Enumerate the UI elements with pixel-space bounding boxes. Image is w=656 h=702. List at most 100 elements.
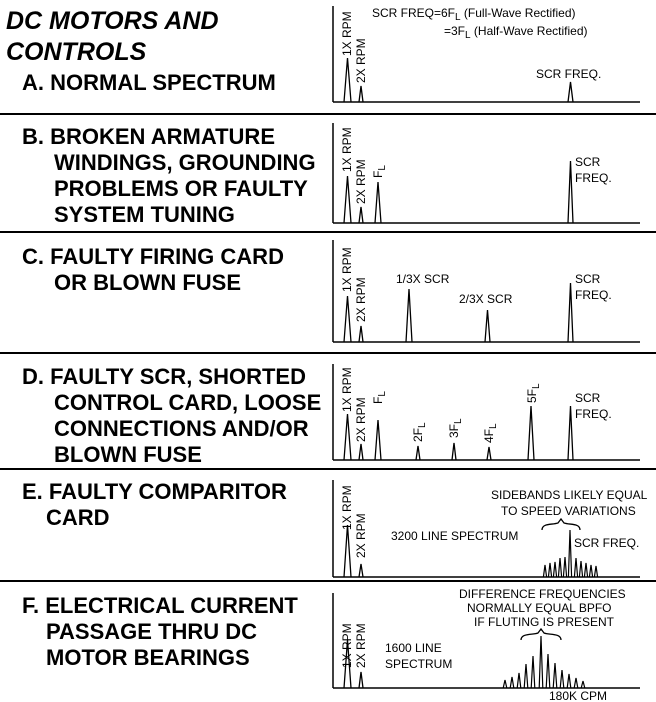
spectrum-b-peak-scr — [567, 160, 574, 224]
scr-note-line-1: SCR FREQ=6FL (Full-Wave Rectified) — [372, 6, 576, 23]
spectrum-e-note: 3200 LINE SPECTRUM — [391, 529, 518, 543]
spectrum-a-label-scr: SCR FREQ. — [536, 67, 601, 81]
spectrum-f-brace — [520, 627, 562, 641]
spectrum-c-peak-2-3-scr — [484, 309, 491, 343]
section-c-label-line-1: C. FAULTY FIRING CARD — [22, 244, 284, 269]
spectrum-c-label-2x: 2X RPM — [354, 277, 368, 322]
spectrum-f-annotation-1: DIFFERENCE FREQUENCIES — [459, 587, 626, 601]
spectrum-e-sideband-peak — [542, 564, 548, 578]
section-divider — [0, 580, 656, 582]
spectrum-b-peak-1x — [343, 175, 352, 224]
spectrum-f-cluster-peak — [502, 679, 508, 689]
title-line-2: CONTROLS — [6, 38, 147, 66]
title-line-1: DC MOTORS AND — [6, 7, 219, 35]
spectrum-f: 1X RPM 2X RPM 1600 LINE SPECTRUM DIFFERE… — [332, 587, 640, 702]
section-f-label-line-3: MOTOR BEARINGS — [46, 645, 250, 670]
spectrum-f-label-1x: 1X RPM — [340, 623, 354, 668]
spectrum-e-sideband-peak — [557, 557, 563, 578]
spectrum-f-axis-end-label: 180K CPM — [549, 689, 607, 702]
section-divider — [0, 352, 656, 354]
section-b-label-line-3: PROBLEMS OR FAULTY — [54, 176, 308, 201]
section-a-label-line: A. NORMAL SPECTRUM — [22, 70, 276, 95]
spectrum-c-label-1x: 1X RPM — [340, 247, 354, 292]
spectrum-f-cluster-peak — [523, 663, 529, 689]
section-d-label-line-2: CONTROL CARD, LOOSE — [54, 390, 322, 415]
spectrum-e-sideband-peak — [552, 561, 558, 578]
spectrum-b-peak-2x — [358, 206, 364, 224]
spectrum-e-peak-2x — [358, 563, 364, 578]
spectrum-b: 1X RPM 2X RPM FL SCR FREQ. — [332, 123, 640, 224]
spectrum-c: 1X RPM 2X RPM 1/3X SCR 2/3X SCR SCR FREQ… — [332, 240, 640, 343]
spectrum-a-label-2x: 2X RPM — [354, 38, 368, 83]
spectrum-a-peak-2x — [358, 85, 364, 103]
section-e-label-line-1: E. FAULTY COMPARITOR — [22, 479, 287, 504]
spectrum-f-peak-2x — [358, 671, 364, 689]
spectrum-f-cluster-peak — [559, 669, 565, 689]
spectrum-c-label-scr-1: SCR — [575, 272, 601, 286]
spectrum-f-cluster-peak — [538, 635, 544, 689]
spectrum-d-label-1x: 1X RPM — [340, 367, 354, 412]
spectrum-d-label-2x: 2X RPM — [354, 397, 368, 442]
spectrum-b-label-scr-1: SCR — [575, 155, 601, 169]
section-c-label-line-2: OR BLOWN FUSE — [54, 270, 241, 295]
section-d-label: D. FAULTY SCR, SHORTED CONTROL CARD, LOO… — [22, 364, 321, 468]
spectrum-d-label-fl: FL — [371, 391, 388, 404]
spectrum-b-label-fl: FL — [371, 165, 388, 178]
spectrum-f-annotation-2: NORMALLY EQUAL BPFO — [467, 601, 612, 615]
spectrum-e: 1X RPM 2X RPM SCR FREQ. 3200 LINE SPECTR… — [332, 480, 648, 578]
spectrum-d-peak-1x — [343, 413, 352, 461]
spectrum-f-cluster-peak — [545, 653, 551, 689]
spectrum-e-sideband-peak — [578, 560, 584, 578]
section-d-label-line-4: BLOWN FUSE — [54, 442, 202, 467]
section-c-label: C. FAULTY FIRING CARD OR BLOWN FUSE — [22, 244, 284, 296]
spectrum-d-label-4fl: 4FL — [482, 423, 499, 443]
section-e-label-line-2: CARD — [46, 505, 110, 530]
section-b-label-line-1: B. BROKEN ARMATURE — [22, 124, 275, 149]
spectrum-d: 1X RPM 2X RPM FL 2FL 3FL 4FL 5FL SCR FRE… — [332, 364, 640, 461]
spectrum-e-sideband-peak — [573, 557, 579, 578]
spectrum-e-sideband-peak — [588, 564, 594, 578]
spectrum-d-peak-4fl — [486, 446, 492, 461]
spectrum-e-sideband-peak — [562, 556, 568, 578]
spectrum-d-label-2fl: 2FL — [411, 422, 428, 442]
spectrum-c-peak-scr — [567, 282, 574, 343]
spectrum-e-peak-1x — [343, 524, 352, 578]
spectrum-d-peak-3fl — [451, 442, 457, 461]
spectrum-a: 1X RPM 2X RPM SCR FREQ. — [332, 6, 640, 103]
spectrum-f-note-1: 1600 LINE — [385, 641, 442, 655]
section-f-label-line-2: PASSAGE THRU DC — [46, 619, 258, 644]
section-divider — [0, 468, 656, 470]
spectrum-f-cluster-peak — [509, 676, 515, 689]
spectrum-f-bearing-cluster — [502, 635, 586, 689]
section-b-label: B. BROKEN ARMATURE WINDINGS, GROUNDING P… — [22, 124, 316, 228]
spectrum-f-cluster-peak — [552, 662, 558, 689]
spectrum-c-label-scr-2: FREQ. — [575, 288, 612, 302]
spectrum-a-peak-scr — [567, 81, 574, 103]
spectrum-d-label-scr-1: SCR — [575, 391, 601, 405]
spectrum-f-cluster-peak — [566, 673, 572, 689]
spectrum-d-label-3fl: 3FL — [447, 418, 464, 438]
spectrum-e-label-1x: 1X RPM — [340, 485, 354, 530]
spectrum-e-brace — [541, 517, 581, 531]
spectrum-e-sideband-peak — [593, 565, 599, 578]
section-divider — [0, 113, 656, 115]
spectrum-e-peak-scr — [567, 529, 573, 578]
spectrum-b-label-1x: 1X RPM — [340, 127, 354, 172]
spectrum-e-sidebands — [542, 529, 599, 578]
spectrum-f-cluster-peak — [580, 680, 586, 689]
spectrum-d-label-scr-2: FREQ. — [575, 407, 612, 421]
spectrum-f-peak-1x — [343, 639, 352, 689]
spectrum-a-peak-1x — [343, 57, 352, 103]
page-title: DC MOTORS AND CONTROLS — [6, 6, 219, 68]
spectrum-d-peak-scr — [567, 405, 574, 461]
spectrum-f-label-2x: 2X RPM — [354, 623, 368, 668]
spectrum-c-peak-1-3-scr — [405, 288, 413, 343]
spectrum-c-label-2-3-scr: 2/3X SCR — [459, 292, 513, 306]
section-b-label-line-2: WINDINGS, GROUNDING — [54, 150, 316, 175]
spectrum-f-annotation-3: IF FLUTING IS PRESENT — [474, 615, 615, 629]
spectrum-b-label-2x: 2X RPM — [354, 159, 368, 204]
spectrum-f-cluster-peak — [516, 672, 522, 689]
spectrum-d-peak-5fl — [527, 405, 535, 461]
